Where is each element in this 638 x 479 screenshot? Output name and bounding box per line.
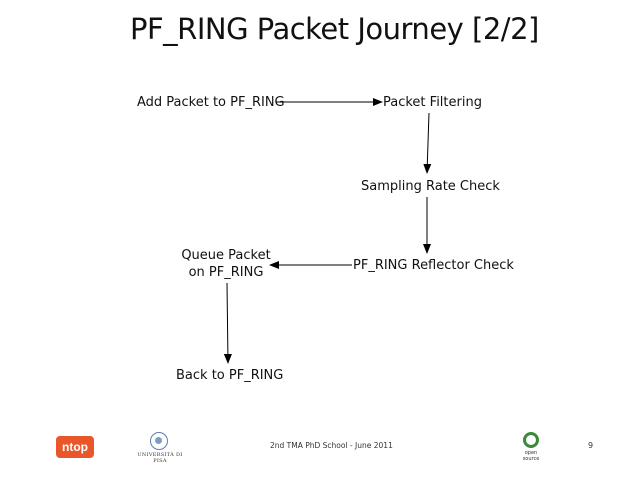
ntop-logo: ntop: [56, 436, 94, 458]
opensource-logo: open source: [518, 432, 544, 462]
unipi-seal-icon: [150, 432, 168, 450]
node-queue-packet: Queue Packet on PF_RING: [176, 247, 276, 281]
opensource-logo-text: open source: [522, 450, 540, 462]
page-number: 9: [588, 441, 594, 450]
node-sampling-rate-check: Sampling Rate Check: [361, 179, 500, 194]
unipi-logo-text: UNIVERSITÀ DI PISA: [137, 452, 183, 464]
arrow-filtering-to-sampling: [423, 112, 432, 174]
slide-title: PF_RING Packet Journey [2/2]: [130, 12, 539, 46]
node-queue-packet-line1: Queue Packet: [181, 248, 271, 263]
opensource-keyhole-icon: [523, 432, 539, 448]
footer-event: 2nd TMA PhD School - June 2011: [270, 441, 393, 450]
node-queue-packet-line2: on PF_RING: [188, 265, 264, 280]
unipi-logo: UNIVERSITÀ DI PISA: [130, 432, 190, 464]
node-back-to-pfring: Back to PF_RING: [176, 368, 284, 383]
arrow-queue-to-back: [223, 282, 232, 364]
node-add-packet: Add Packet to PF_RING: [137, 95, 285, 110]
node-packet-filtering: Packet Filtering: [383, 95, 482, 110]
node-reflector-check: PF_RING Reflector Check: [353, 258, 514, 273]
